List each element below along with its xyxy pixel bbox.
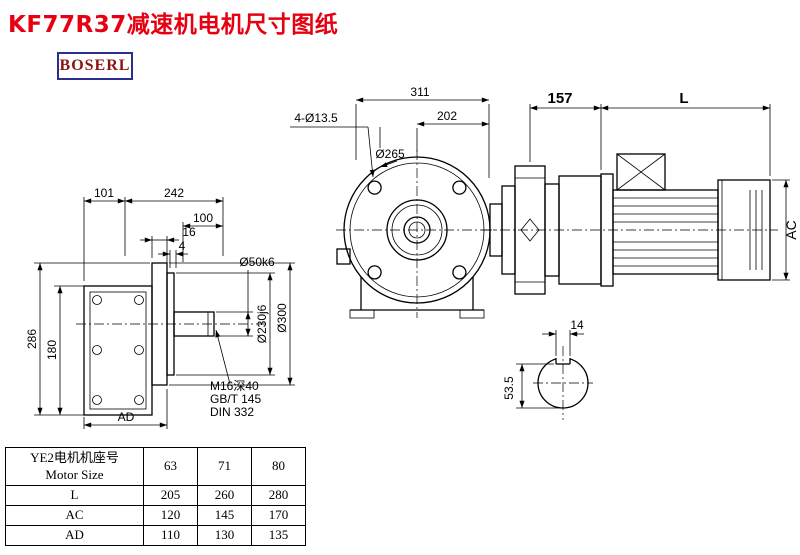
dim-16-label: 16: [182, 225, 196, 239]
dim-4-label: 4: [179, 239, 186, 253]
table-row: AC 120 145 170: [5, 505, 306, 526]
dim-L-label: L: [679, 90, 688, 107]
row-label-L: L: [5, 485, 144, 506]
dim-180-label: 180: [45, 340, 59, 360]
motor-side-view: 157 L AC: [482, 90, 799, 295]
dim-spigot-dia-label: Ø230j6: [255, 304, 269, 343]
table-header-cn: YE2电机机座号: [30, 450, 119, 466]
row-label-AD: AD: [5, 525, 144, 546]
value-AC-63: 120: [143, 505, 198, 526]
bolt-holes-label: 4-Ø13.5: [294, 111, 338, 125]
value-AD-71: 130: [197, 525, 252, 546]
row-label-AC: AC: [5, 505, 144, 526]
value-L-80: 280: [251, 485, 306, 506]
dim-flange-dia-label: Ø300: [275, 303, 289, 333]
value-AD-63: 110: [143, 525, 198, 546]
dim-242-label: 242: [164, 186, 184, 200]
dim-key-width-label: 14: [570, 318, 584, 332]
flange-face-view: Ø265 311 202 4-Ø13.5: [290, 85, 498, 319]
value-AD-80: 135: [251, 525, 306, 546]
page-title: KF77R37减速机电机尺寸图纸: [8, 12, 339, 38]
brand-logo: BOSERL: [57, 52, 133, 80]
table-row: AD 110 130 135: [5, 525, 306, 546]
motor-size-table: YE2电机机座号 Motor Size 63 71 80 L 205 260 2…: [5, 447, 306, 546]
dim-157-label: 157: [547, 90, 572, 107]
front-view: 101 242 100 16 4 286: [25, 186, 295, 429]
size-col-80: 80: [251, 447, 306, 486]
table-header-en: Motor Size: [45, 466, 104, 482]
tap-note-line1: M16深40: [210, 379, 259, 393]
dim-AD-label: AD: [118, 410, 135, 424]
value-L-71: 260: [197, 485, 252, 506]
value-AC-71: 145: [197, 505, 252, 526]
table-header-row: YE2电机机座号 Motor Size 63 71 80: [5, 447, 306, 486]
size-col-63: 63: [143, 447, 198, 486]
dim-311-label: 311: [410, 85, 429, 99]
dim-flange-circle-label: Ø265: [375, 147, 405, 161]
dim-202-label: 202: [437, 109, 457, 123]
table-header-cell: YE2电机机座号 Motor Size: [5, 447, 144, 486]
dim-shaft-dia-label: Ø50k6: [239, 255, 275, 269]
table-row: L 205 260 280: [5, 485, 306, 506]
dim-AC-label: AC: [783, 220, 799, 239]
value-L-63: 205: [143, 485, 198, 506]
tap-note-line3: DIN 332: [210, 405, 254, 419]
dim-286-label: 286: [25, 329, 39, 349]
dim-100-label: 100: [193, 211, 213, 225]
dim-key-height-label: 53.5: [502, 376, 516, 400]
dim-101-label: 101: [94, 186, 114, 200]
tap-note-line2: GB/T 145: [210, 392, 261, 406]
shaft-key-section: 14 53.5: [502, 318, 593, 420]
size-col-71: 71: [197, 447, 252, 486]
value-AC-80: 170: [251, 505, 306, 526]
